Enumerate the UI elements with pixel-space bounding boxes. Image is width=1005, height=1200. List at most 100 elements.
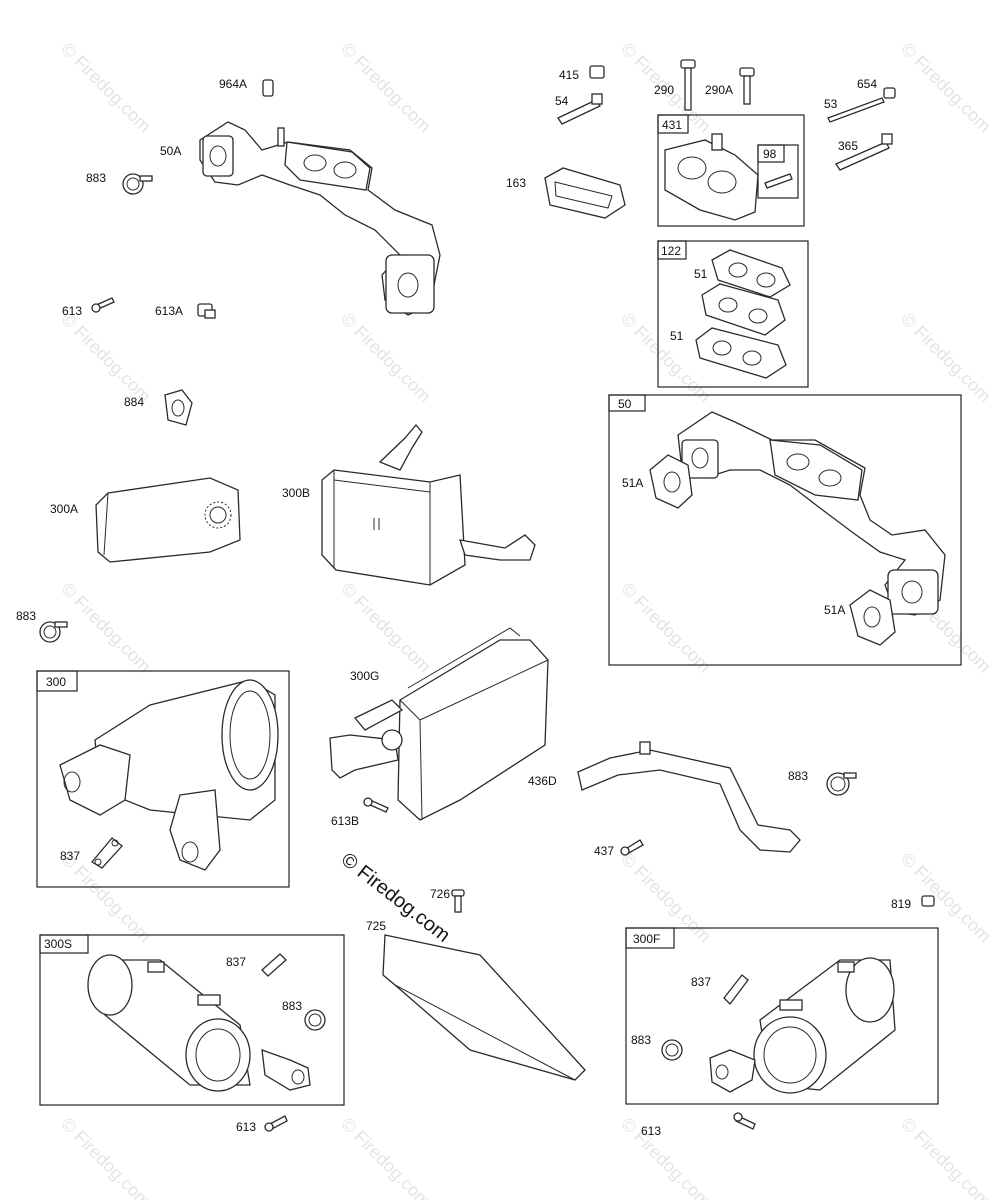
kit-box-label: 300S [44,937,72,951]
callout-label: 613 [236,1120,256,1134]
watermark: © Firedog.com [337,579,435,677]
part-437-bolt [620,839,644,856]
callout-label: 290 [654,83,674,97]
part-883-clamp [304,1009,326,1031]
callout-label: 300B [282,486,310,500]
part-837-bracket [91,837,123,869]
part-51A-gasket [649,454,693,509]
callout-label: 725 [366,919,386,933]
kit-box-50 [608,394,962,666]
kit-box-122 [657,240,809,388]
callout-label: 964A [219,77,247,91]
callout-label: 884 [124,395,144,409]
part-51-gasket [711,249,791,298]
part-51-gasket [695,327,787,379]
part-300S-muffler [87,954,311,1092]
part-837-bracket [261,953,287,977]
part-883-clamp [661,1039,683,1061]
part-883-clamp [39,621,68,643]
watermark: © Firedog.com [897,309,995,407]
watermark: © Firedog.com [337,309,435,407]
part-837-bracket [723,974,749,1005]
part-415-nut [589,65,605,79]
callout-label: 883 [16,609,36,623]
callout-label: 54 [555,94,569,108]
callout-label: 613 [641,1124,661,1138]
part-300F-muffler [709,957,896,1094]
part-54-stud [557,93,603,125]
part-883-clamp [826,772,857,796]
callout-label: 837 [60,849,80,863]
part-300G-muffler [329,627,549,821]
part-53-stud [827,97,885,123]
part-613-bolt [91,297,115,313]
part-300-muffler [59,679,279,871]
kit-box-labels: 431 98 122 50 300 300S 300F [44,118,777,951]
callout-labels: 964A 50A 883 613 613A 884 300A 300B 883 … [16,68,911,1138]
callout-label: 613A [155,304,183,318]
part-725-heat-shield [382,934,586,1081]
part-613A-bolt [197,303,216,319]
watermark: © Firedog.com [57,309,155,407]
kit-box-300F [625,927,939,1105]
watermark: © Firedog.com [337,1114,435,1200]
kit-box-label: 50 [618,397,632,411]
part-883-clamp [122,173,153,195]
part-51A-gasket [849,589,896,646]
callout-label: 51A [622,476,643,490]
callout-label: 290A [705,83,733,97]
callout-label: 883 [788,769,808,783]
callout-label: 819 [891,897,911,911]
callout-label: 436D [528,774,557,788]
callout-label: 883 [282,999,302,1013]
watermark: © Firedog.com [897,849,995,947]
part-436D-pipe [577,741,801,853]
part-654-nut [883,87,896,99]
callout-label: 53 [824,97,838,111]
part-300B-muffler [321,423,536,586]
watermark: © Firedog.com [57,579,155,677]
part-884-clip [164,389,193,426]
watermark: © Firedog.com [897,1114,995,1200]
watermark: © Firedog.com [617,849,715,947]
callout-label: 837 [226,955,246,969]
callout-label: 300G [350,669,379,683]
kit-box-label: 431 [662,118,682,132]
watermark: © Firedog.com [337,39,435,137]
callout-label: 51A [824,603,845,617]
part-300A-muffler [95,477,241,563]
part-98-screw [764,173,793,189]
callout-label: 613B [331,814,359,828]
part-163-gasket [544,167,626,219]
callout-label: 300A [50,502,78,516]
part-290-bolt [680,59,696,111]
callout-label: 365 [838,139,858,153]
part-365-bolt [835,133,893,171]
part-613-bolt [264,1115,288,1132]
callout-label: 837 [691,975,711,989]
callout-label: 654 [857,77,877,91]
callout-label: 50A [160,144,181,158]
callout-label: 883 [86,171,106,185]
part-290A-bolt [739,67,755,105]
watermark: © Firedog.com [57,1114,155,1200]
kit-box-300S [39,934,345,1106]
kit-box-label: 122 [661,244,681,258]
callout-label: 415 [559,68,579,82]
watermark: © Firedog.com [57,39,155,137]
kit-box-label: 300F [633,932,660,946]
part-613-bolt [733,1112,756,1130]
callout-label: 51 [670,329,684,343]
kit-box-label: 98 [763,147,777,161]
watermark: © Firedog.com [617,1114,715,1200]
part-50-manifold [677,411,946,616]
watermark: © Firedog.com [897,39,995,137]
part-613B-bolt [363,797,389,813]
part-431-adapter [664,133,759,221]
callout-label: 883 [631,1033,651,1047]
callout-label: 163 [506,176,526,190]
watermark: © Firedog.com [617,579,715,677]
part-50A-manifold [199,121,441,316]
part-819-screw [921,895,935,907]
